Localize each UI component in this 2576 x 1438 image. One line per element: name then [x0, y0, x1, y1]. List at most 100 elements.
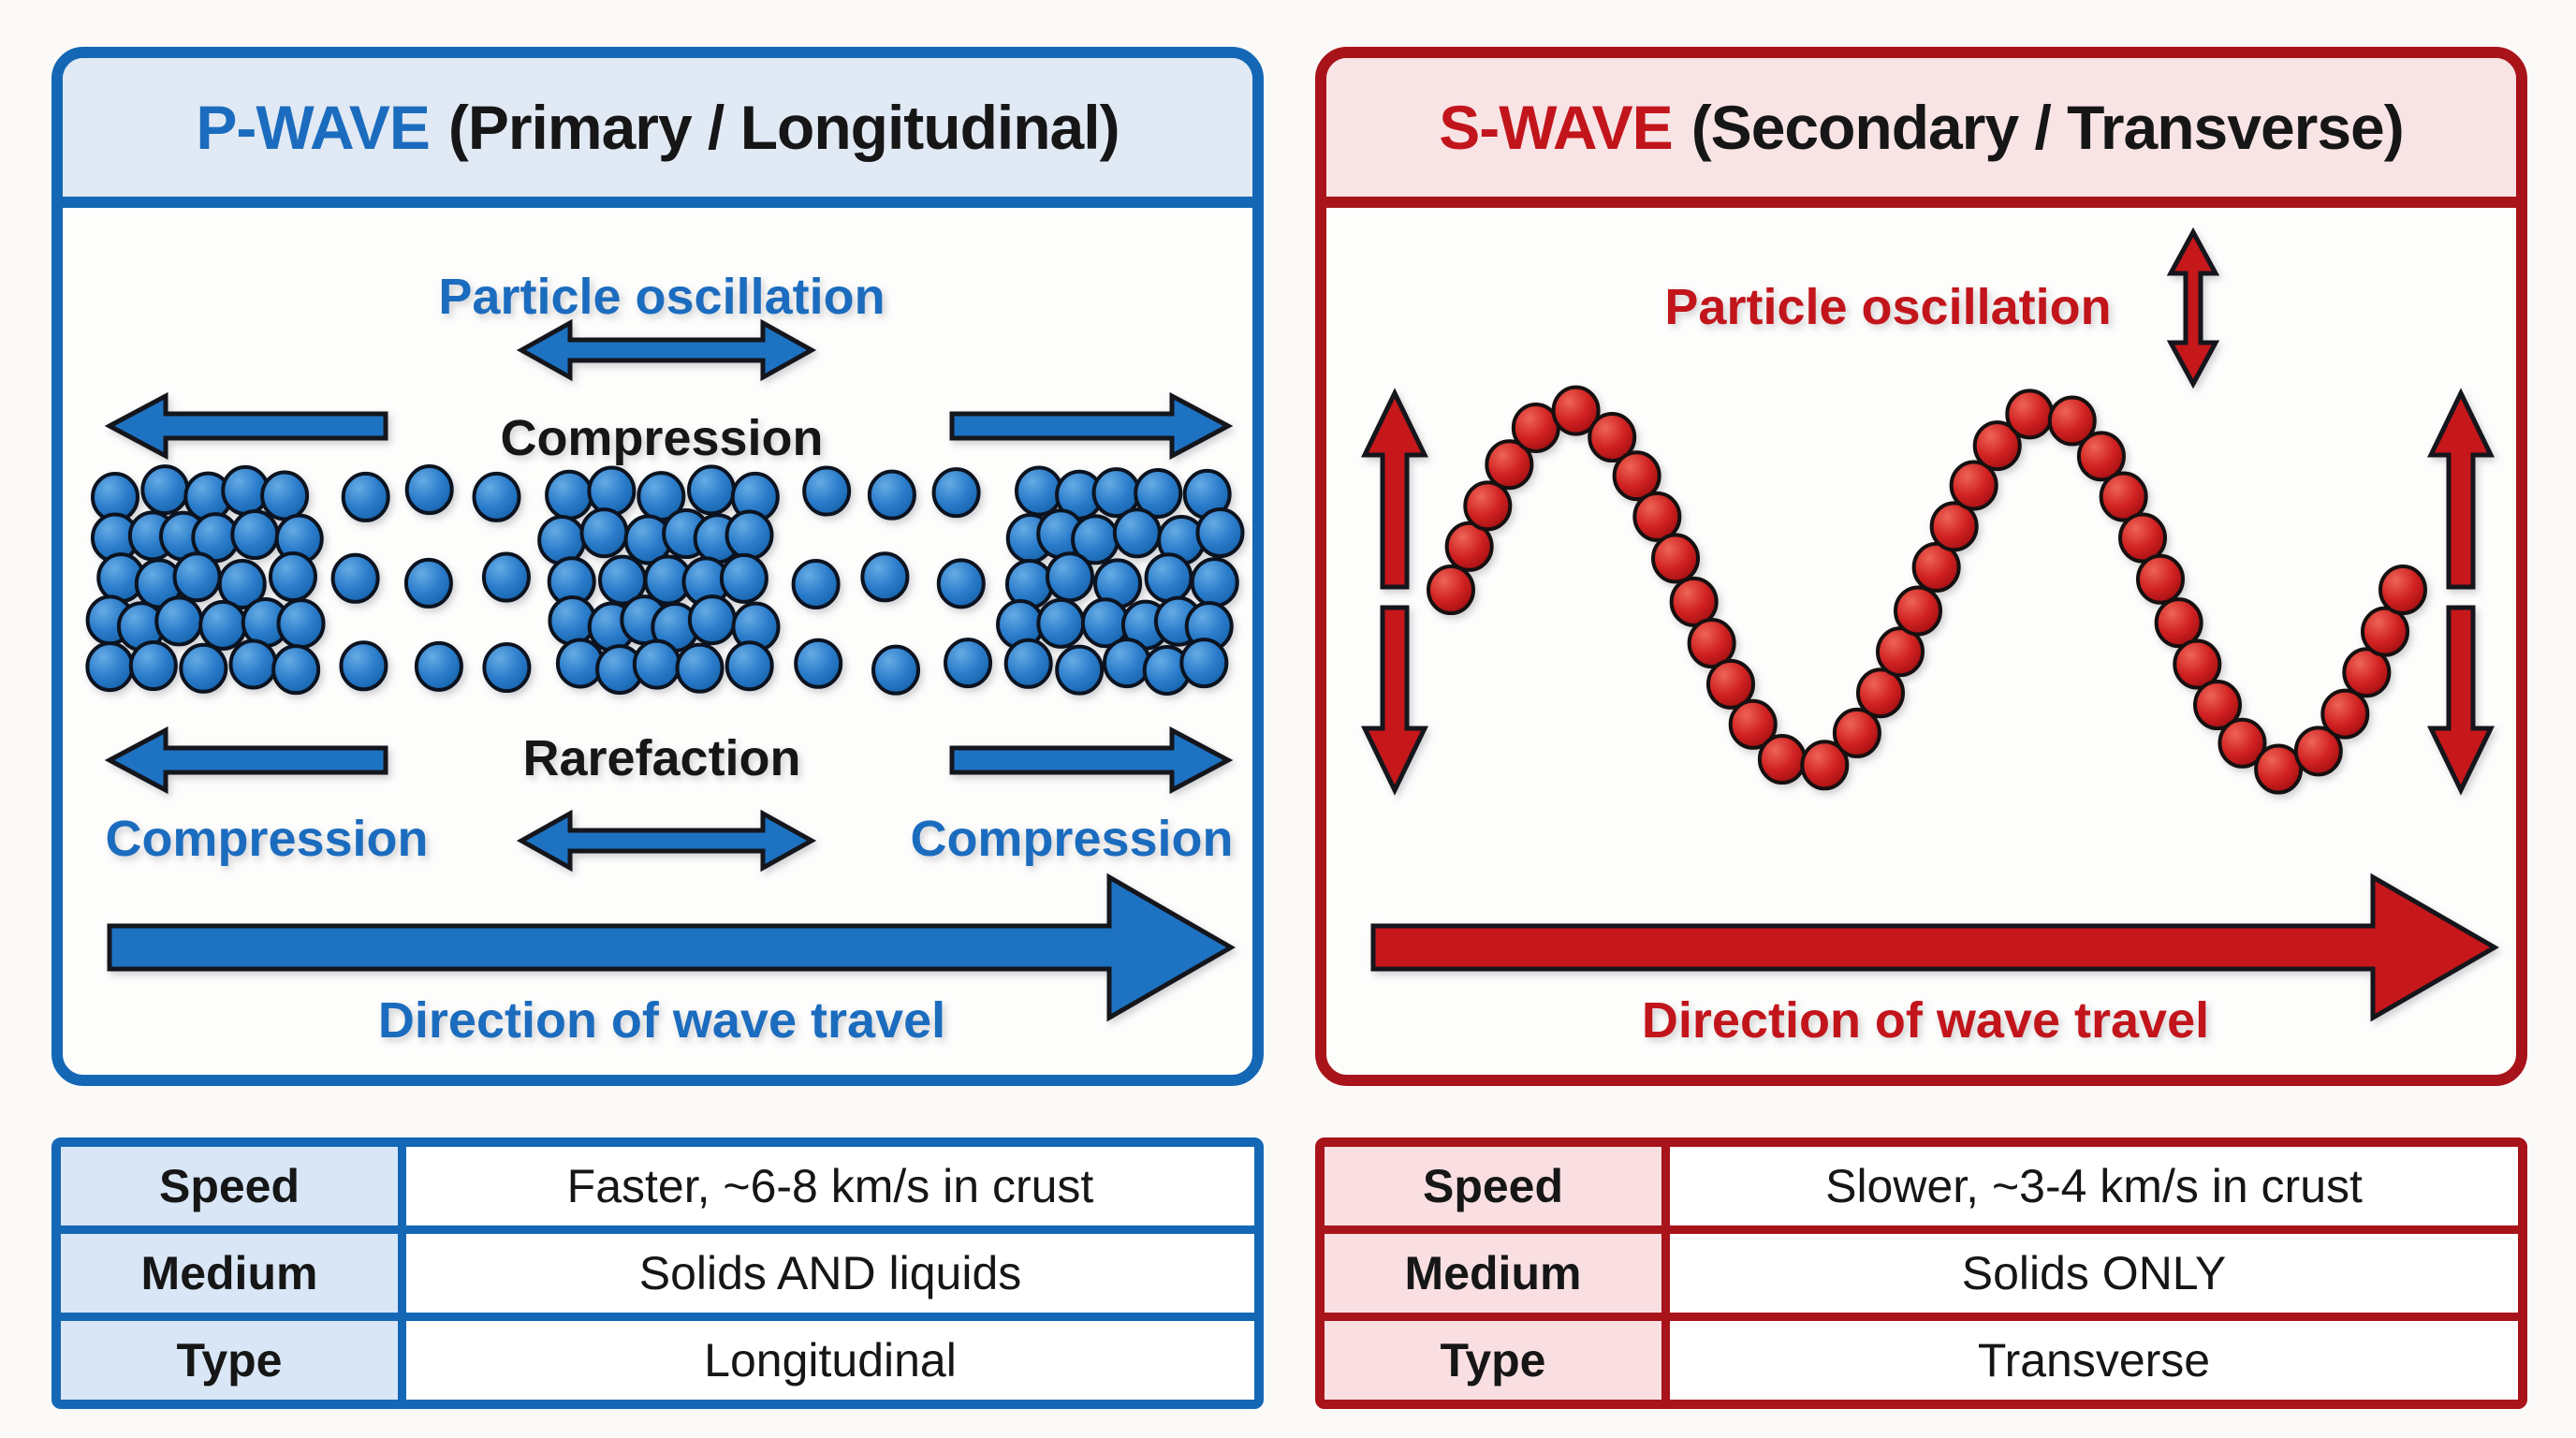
- oscillation-arrow-down: [1361, 605, 1428, 796]
- particle-dot: [1190, 557, 1239, 609]
- particle-dot: [867, 469, 916, 521]
- label-particle-oscillation: Particle oscillation: [438, 269, 885, 325]
- table-value-speed: Slower, ~3-4 km/s in crust: [1670, 1147, 2518, 1225]
- particle-dot: [724, 640, 774, 692]
- p-wave-panel: P-WAVE (Primary / Longitudinal) Particle…: [51, 47, 1264, 1086]
- particle-dot: [172, 551, 222, 603]
- particle-dot: [230, 509, 280, 561]
- particle-dot: [260, 470, 310, 521]
- table-value-medium: Solids AND liquids: [406, 1234, 1254, 1313]
- s-wave-table: Speed Slower, ~3-4 km/s in crust Medium …: [1315, 1137, 2527, 1409]
- table-label-medium: Medium: [1325, 1234, 1661, 1313]
- particle-dot: [2047, 395, 2097, 447]
- particle-dot: [931, 467, 981, 519]
- particle-dot: [1856, 668, 1906, 719]
- particle-dot: [228, 638, 278, 690]
- particle-dot: [482, 642, 532, 694]
- particle-dot: [2099, 471, 2148, 522]
- s-wave-subtitle: (Secondary / Transverse): [1690, 93, 2405, 162]
- p-wave-shapes: [85, 318, 1245, 1022]
- table-label-type: Type: [1325, 1321, 1661, 1400]
- direction-of-travel-arrow: [1370, 873, 2500, 1022]
- particle-dot: [1894, 585, 1943, 637]
- particle-dot: [1588, 412, 1637, 463]
- particle-dot: [1102, 638, 1151, 689]
- label-direction-of-travel: Direction of wave travel: [1642, 992, 2209, 1049]
- particle-dot: [1036, 597, 1086, 649]
- particle-dot: [1003, 638, 1053, 689]
- particle-dot: [2136, 553, 2186, 605]
- particle-dot: [179, 642, 228, 694]
- label-compression-left: Compression: [105, 811, 428, 867]
- particle-dot: [1728, 698, 1778, 750]
- particle-dot: [687, 464, 737, 516]
- particle-dot: [404, 464, 454, 516]
- label-compression-top: Compression: [500, 410, 823, 466]
- label-direction-of-travel: Direction of wave travel: [378, 992, 945, 1049]
- particle-dot: [341, 471, 390, 522]
- particle-dot: [1144, 552, 1193, 604]
- particle-dot: [403, 557, 453, 609]
- particle-dot: [1972, 420, 2022, 472]
- particle-dot: [1911, 541, 1961, 593]
- particle-dot: [548, 594, 597, 646]
- s-wave-header: S-WAVE (Secondary / Transverse): [1326, 58, 2516, 208]
- label-compression-right: Compression: [910, 811, 1233, 867]
- particle-dot: [687, 594, 737, 646]
- p-wave-table: Speed Faster, ~6-8 km/s in crust Medium …: [51, 1137, 1264, 1409]
- s-wave-shapes: [1361, 227, 2500, 1022]
- particle-dot: [1949, 460, 1998, 511]
- particle-dot: [2342, 647, 2392, 698]
- particle-dot: [555, 638, 605, 689]
- particle-dot: [2076, 431, 2126, 482]
- particle-dot: [587, 465, 637, 517]
- particle-dot: [944, 638, 993, 689]
- particle-dot: [1800, 740, 1850, 791]
- s-wave-title: S-WAVE: [1439, 93, 1673, 162]
- table-label-type: Type: [61, 1321, 398, 1400]
- particle-dot: [276, 598, 326, 650]
- particle-dot: [632, 638, 681, 690]
- particle-dot: [2193, 680, 2243, 731]
- particle-dot: [1134, 467, 1183, 519]
- table-value-type: Transverse: [1670, 1321, 2518, 1400]
- particle-dot: [675, 642, 724, 694]
- particle-dot: [330, 552, 380, 604]
- particle-dot: [1463, 480, 1513, 532]
- particle-dot: [860, 551, 910, 603]
- particle-dot: [1112, 507, 1162, 559]
- particle-dot: [339, 640, 388, 692]
- particle-dot: [268, 551, 317, 603]
- particle-dot: [2005, 389, 2055, 440]
- particle-dot: [579, 507, 629, 559]
- particle-dot: [2361, 606, 2410, 657]
- particle-dot: [2254, 743, 2304, 795]
- table-label-speed: Speed: [1325, 1147, 1661, 1225]
- s-wave-diagram: Particle oscillation Direction of wave t…: [1361, 227, 2500, 1049]
- particle-dot: [936, 558, 986, 609]
- particle-oscillation-arrow: [2166, 227, 2220, 389]
- rarefaction-arrow-left: [104, 726, 388, 795]
- particle-dot: [794, 638, 843, 689]
- rarefaction-arrow-right: [949, 726, 1234, 795]
- particle-dot: [1014, 465, 1063, 517]
- label-particle-oscillation: Particle oscillation: [1664, 279, 2111, 335]
- particle-dot: [414, 640, 463, 692]
- particle-dot: [2320, 688, 2370, 740]
- particle-dot: [1651, 533, 1701, 584]
- particle-dot: [1669, 576, 1719, 627]
- particle-dot: [472, 471, 521, 522]
- table-label-speed: Speed: [61, 1147, 398, 1225]
- particle-dot: [2378, 565, 2427, 615]
- oscillation-arrow-up: [1361, 388, 1428, 590]
- particle-dot: [1705, 658, 1755, 710]
- particle-dot: [217, 558, 267, 609]
- particle-dot: [724, 509, 774, 561]
- particle-dot: [1427, 565, 1475, 615]
- s-wave-body: Particle oscillation Direction of wave t…: [1326, 208, 2516, 1075]
- compression-arrow-right: [949, 391, 1234, 461]
- particle-dot: [1485, 439, 1534, 491]
- particle-oscillation-arrow: [516, 318, 817, 382]
- particle-dot: [1612, 450, 1661, 502]
